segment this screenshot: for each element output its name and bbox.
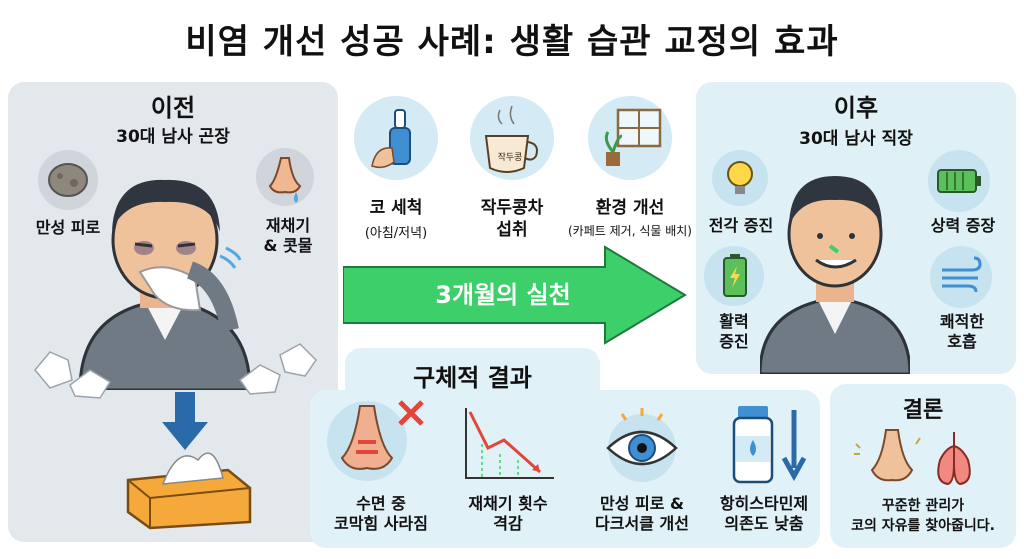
runny-nose-icon (256, 148, 314, 206)
result-sneezing-line1: 재채기 횟수 (468, 494, 548, 513)
result-antihistamine-line1: 항히스타민제 (719, 494, 809, 513)
results-heading: 구체적 결과 (413, 364, 532, 392)
fresh-air-icon (930, 246, 992, 308)
label-focus: 전각 증진 (708, 216, 774, 235)
tissue-box-icon (118, 440, 258, 530)
tea-cup-icon (470, 96, 554, 180)
window-plant-icon (588, 96, 672, 180)
tea-cup-text: 작두콩 (497, 153, 523, 163)
conclusion-line2: 코의 자유를 찾아줍니다. (851, 518, 995, 534)
medicine-bottle-icon (724, 402, 814, 488)
eye-icon (594, 404, 690, 484)
results-panel-tab (345, 348, 600, 398)
practice-nasal-wash-line2: (아침/저녁) (364, 226, 428, 241)
decline-chart-icon (458, 404, 558, 484)
conclusion-line1: 꾸준한 관리가 (881, 498, 965, 514)
conclusion-panel (830, 384, 1016, 548)
result-antihistamine-line2: 의존도 낮춤 (724, 514, 804, 533)
result-fatigue-line1: 만성 피로 & (600, 494, 684, 513)
label-chronic-fatigue: 만성 피로 (35, 218, 101, 237)
practice-bean-tea-line1: 작두콩차 (480, 198, 544, 218)
result-nasal-congestion-line2: 코막힘 사라짐 (334, 514, 428, 533)
practice-bean-tea-line2: 섭취 (496, 220, 528, 240)
result-nasal-congestion: 수면 중 코막힘 사라짐 (316, 494, 446, 534)
progress-arrow-label: 3개월의 실천 (435, 281, 571, 309)
nasal-spray-icon (354, 96, 438, 180)
after-subheading: 30대 남사 직장 (799, 129, 913, 149)
label-energy-line2: 증진 (719, 332, 749, 351)
down-arrow-icon (160, 392, 210, 452)
page-title: 비염 개선 성공 사례: 생활 습관 교정의 효과 (185, 22, 839, 62)
practice-environment-line1: 환경 개선 (595, 198, 665, 218)
battery-full-icon (928, 150, 990, 212)
lightbulb-icon (712, 150, 768, 206)
label-fresh-breath-line2: 호흡 (947, 332, 977, 351)
label-sneezing: 재채기 & 콧물 (248, 216, 328, 256)
happy-man-illustration (758, 148, 912, 376)
nose-lungs-icon (850, 424, 1000, 490)
label-sneezing-line2: & 콧물 (263, 236, 313, 255)
tissues-pile-icon (30, 330, 320, 400)
result-sneezing: 재채기 횟수 격감 (446, 494, 570, 534)
dust-ball-icon (38, 150, 98, 210)
result-fatigue-line2: 다크서클 개선 (595, 514, 689, 533)
label-sneezing-line1: 재채기 (265, 216, 311, 235)
blocked-nose-icon (322, 396, 432, 486)
label-energy: 활력 증진 (696, 312, 772, 352)
after-heading: 이후 (833, 94, 879, 122)
battery-charging-icon (704, 246, 764, 306)
conclusion-heading: 결론 (902, 398, 944, 423)
before-heading: 이전 (150, 94, 196, 122)
label-fresh-breath-line1: 쾌적한 (939, 312, 985, 331)
label-vitality: 상력 증장 (930, 216, 996, 235)
sick-man-illustration (70, 160, 260, 392)
result-sneezing-line2: 격감 (493, 514, 523, 533)
before-subheading: 30대 남사 곤장 (116, 127, 230, 147)
label-energy-line1: 활력 (719, 312, 749, 331)
practice-nasal-wash-line1: 코 세척 (369, 198, 423, 218)
result-fatigue: 만성 피로 & 다크서클 개선 (580, 494, 704, 534)
progress-arrow: 3개월의 실천 (342, 245, 688, 345)
result-antihistamine: 항히스타민제 의존도 낮춤 (704, 494, 824, 534)
conclusion-text: 꾸준한 관리가 코의 자유를 찾아줍니다. (830, 496, 1016, 536)
label-fresh-breath: 쾌적한 호흡 (922, 312, 1002, 352)
result-nasal-congestion-line1: 수면 중 (356, 494, 406, 513)
practice-environment-line2: (카페트 제거, 식물 배치) (568, 224, 692, 238)
